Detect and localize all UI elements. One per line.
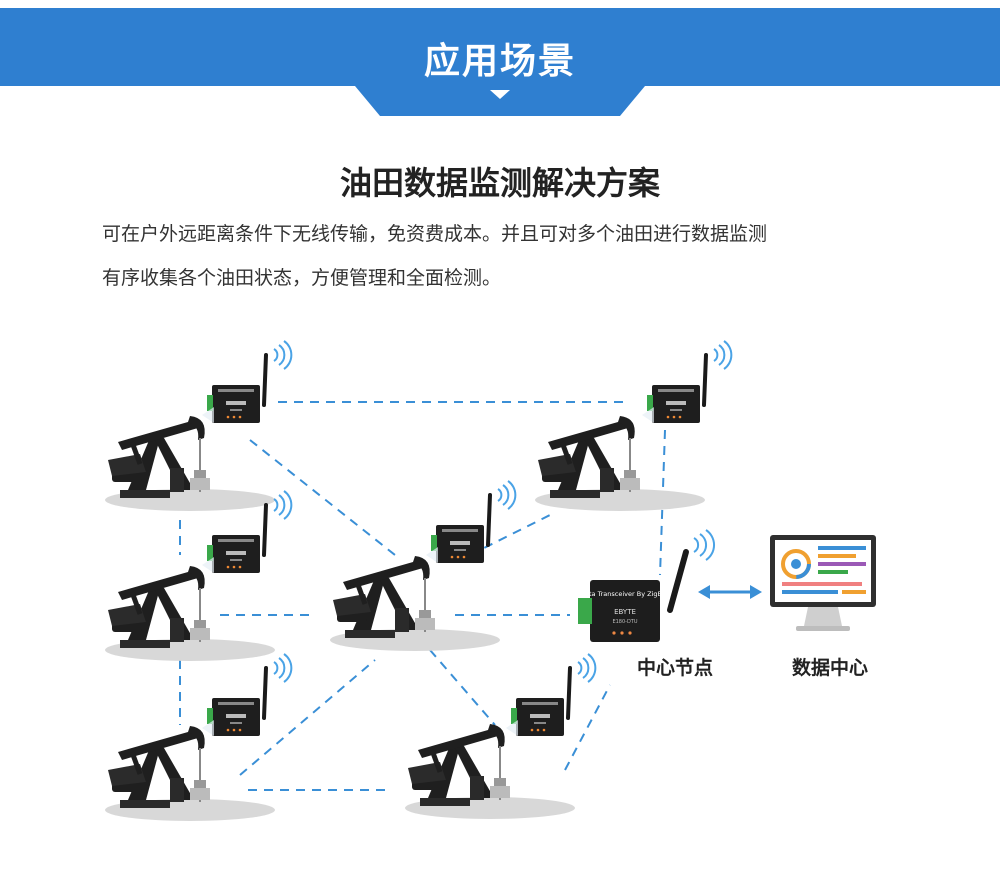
oilfield-network-diagram: Data Transceiver By ZigBee EBYTE E180-DT… [0,339,876,883]
oil-pump-6 [535,416,705,511]
oil-pump-5 [405,724,575,819]
network-links [179,401,666,791]
link-line [564,684,611,771]
oil-pump-4 [330,556,500,651]
chevron-down-icon [490,90,510,99]
oil-pump-1 [105,416,275,511]
oil-pump-3 [105,726,275,821]
banner-title: 应用场景 [423,41,576,82]
banner-shape [0,8,1000,116]
device-brand: EBYTE [614,608,636,616]
device-model: E180-DTU [612,619,637,625]
oil-pump-2 [105,566,275,661]
data-center-label: 数据中心 [791,657,868,679]
dtu-device-6 [640,339,734,425]
dtu-device-5 [504,652,598,738]
device-label: Data Transceiver By ZigBee [580,590,670,598]
dtu-device-1 [200,339,294,425]
description-line-2: 有序收集各个油田状态，方便管理和全面检测。 [102,267,502,289]
dtu-device-4 [424,479,518,565]
monitor-icon [770,535,876,631]
link-line [429,649,496,726]
header-banner: 应用场景 [0,0,1000,118]
dtu-device-3 [200,652,294,738]
bidirectional-arrow-icon [698,585,762,599]
section-title: 油田数据监测解决方案 [339,164,660,202]
description-line-1: 可在户外远距离条件下无线传输，免资费成本。并且可对多个油田进行数据监测 [102,223,768,245]
center-node-device: Data Transceiver By ZigBee EBYTE E180-DT… [578,529,715,642]
section-description: 可在户外远距离条件下无线传输，免资费成本。并且可对多个油田进行数据监测 有序收集… [102,212,922,300]
center-node-label: 中心节点 [636,657,713,679]
link-line [239,659,376,776]
